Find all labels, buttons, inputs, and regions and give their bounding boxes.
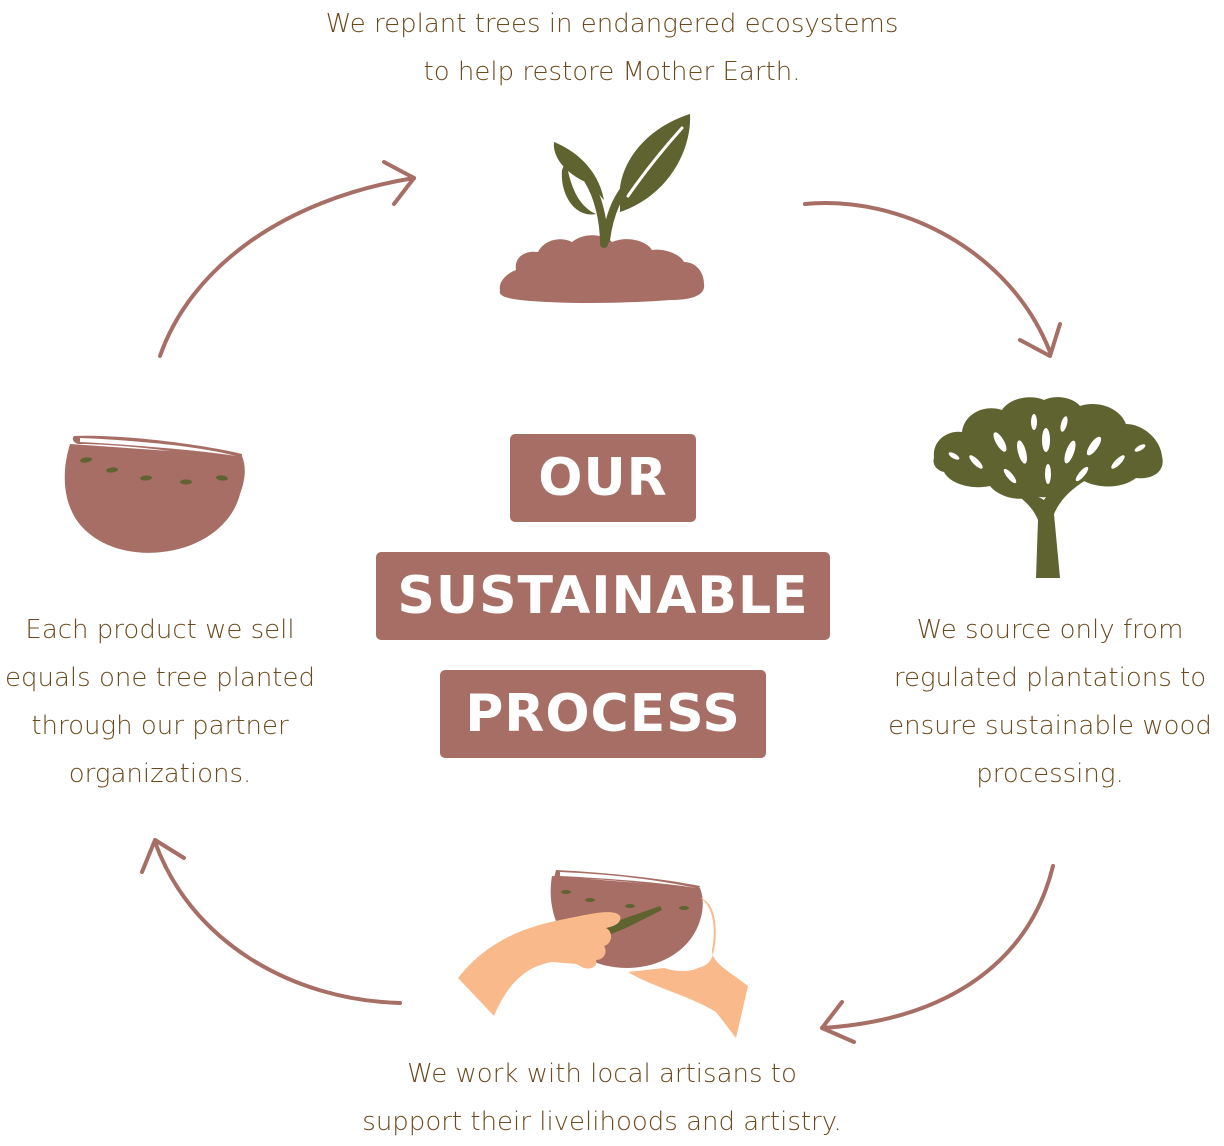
sprout-icon [499, 114, 705, 303]
caption-line: We source only from [916, 615, 1184, 645]
step-caption-bottom: We work with local artisans to support t… [300, 1050, 904, 1146]
caption-line: through our partner [31, 711, 289, 741]
caption-line: support their livelihoods and artistry. [362, 1107, 842, 1137]
title-line-3: PROCESS [440, 670, 766, 758]
caption-line: We work with local artisans to [407, 1059, 797, 1089]
title-line-1: OUR [510, 434, 696, 522]
caption-line: equals one tree planted [5, 663, 315, 693]
tree-icon [933, 397, 1163, 578]
step-caption-left: Each product we sell equals one tree pla… [0, 606, 320, 798]
title-line-2: SUSTAINABLE [376, 552, 830, 640]
arrow-bottom-left [140, 838, 402, 1005]
caption-line: Each product we sell [25, 615, 295, 645]
caption-line: organizations. [68, 759, 252, 789]
step-caption-top: We replant trees in endangered ecosystem… [262, 0, 962, 96]
caption-line: processing. [976, 759, 1124, 789]
arrow-bottom-right [820, 864, 1055, 1044]
arrow-top-left [158, 160, 416, 358]
step-caption-right: We source only from regulated plantation… [880, 606, 1220, 798]
caption-line: regulated plantations to [893, 663, 1207, 693]
artisan-hands-icon [458, 870, 748, 1038]
caption-line: ensure sustainable wood [888, 711, 1212, 741]
caption-line: We replant trees in endangered ecosystem… [325, 9, 899, 39]
caption-line: to help restore Mother Earth. [423, 57, 801, 87]
arrow-top-right [803, 201, 1062, 358]
bowl-icon [64, 435, 245, 553]
